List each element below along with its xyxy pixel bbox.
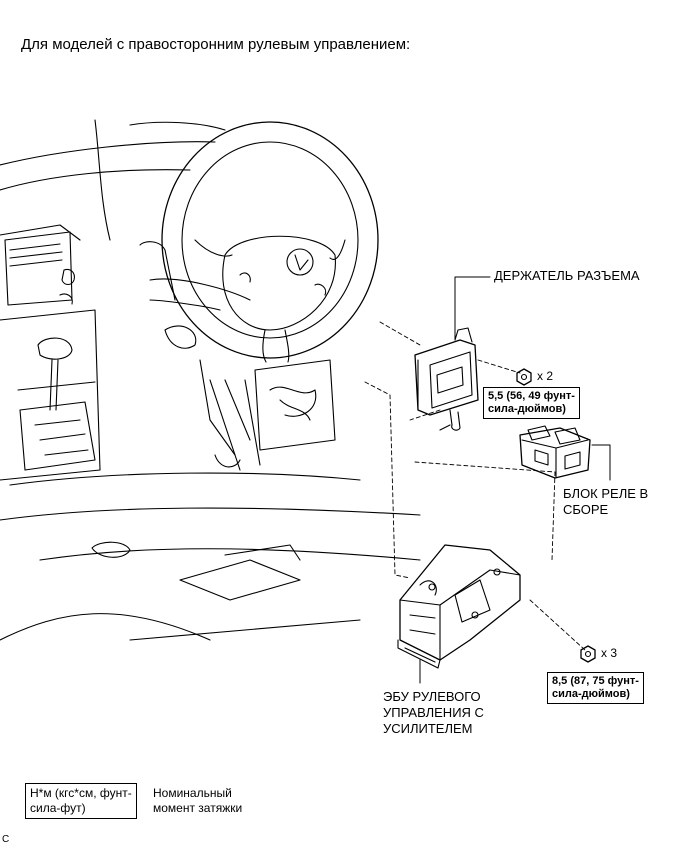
nut-icon-2 — [581, 646, 595, 662]
fastener-2-torque-line1: 8,5 (87, 75 фунт- — [552, 675, 639, 687]
fastener-2-torque-line2: сила-дюймов) — [552, 688, 630, 700]
assembly-lines — [365, 322, 585, 650]
legend-units-line1: Н*м (кгс*см, фунт- — [30, 786, 132, 800]
figure-code: C — [2, 834, 10, 845]
legend-units-box: Н*м (кгс*см, фунт- сила-фут) — [25, 783, 137, 819]
fastener-1-qty: x 2 — [537, 369, 554, 383]
steering-column — [140, 242, 335, 470]
legend-description-line1: Номинальный — [153, 786, 232, 800]
label-power-steering-ecu: ЭБУ РУЛЕВОГО УПРАВЛЕНИЯ С УСИЛИТЕЛЕМ — [383, 689, 484, 737]
power-steering-ecu-part — [398, 545, 520, 668]
nut-icon-1 — [517, 369, 531, 385]
relay-block-part — [520, 426, 590, 478]
label-relay-block-line1: БЛОК РЕЛЕ В — [563, 486, 649, 501]
dashboard-outline — [0, 120, 420, 640]
fastener-1-torque-line2: сила-дюймов) — [488, 403, 566, 415]
diagram-heading: Для моделей с правосторонним рулевым упр… — [21, 36, 411, 53]
leader-lines — [420, 277, 610, 683]
fastener-2-torque: 8,5 (87, 75 фунт- сила-дюймов) — [547, 672, 644, 704]
label-relay-block: БЛОК РЕЛЕ В СБОРЕ — [563, 486, 648, 518]
fastener-1-torque: 5,5 (56, 49 фунт- сила-дюймов) — [483, 387, 580, 419]
legend-description-line2: момент затяжки — [153, 801, 243, 815]
label-connector-holder: ДЕРЖАТЕЛЬ РАЗЪЕМА — [494, 268, 640, 283]
connector-holder-part — [415, 328, 478, 430]
legend-units-line2: сила-фут) — [30, 801, 86, 815]
label-ecu-line2: УПРАВЛЕНИЯ С — [383, 705, 484, 720]
steering-wheel — [162, 122, 378, 362]
legend-description: Номинальный момент затяжки — [153, 786, 242, 816]
label-relay-block-line2: СБОРЕ — [563, 502, 609, 517]
fastener-2-qty: x 3 — [601, 646, 618, 660]
label-ecu-line1: ЭБУ РУЛЕВОГО — [383, 689, 481, 704]
gear-shifter — [20, 338, 95, 470]
label-ecu-line3: УСИЛИТЕЛЕМ — [383, 721, 473, 736]
fastener-1-torque-line1: 5,5 (56, 49 фунт- — [488, 390, 575, 402]
